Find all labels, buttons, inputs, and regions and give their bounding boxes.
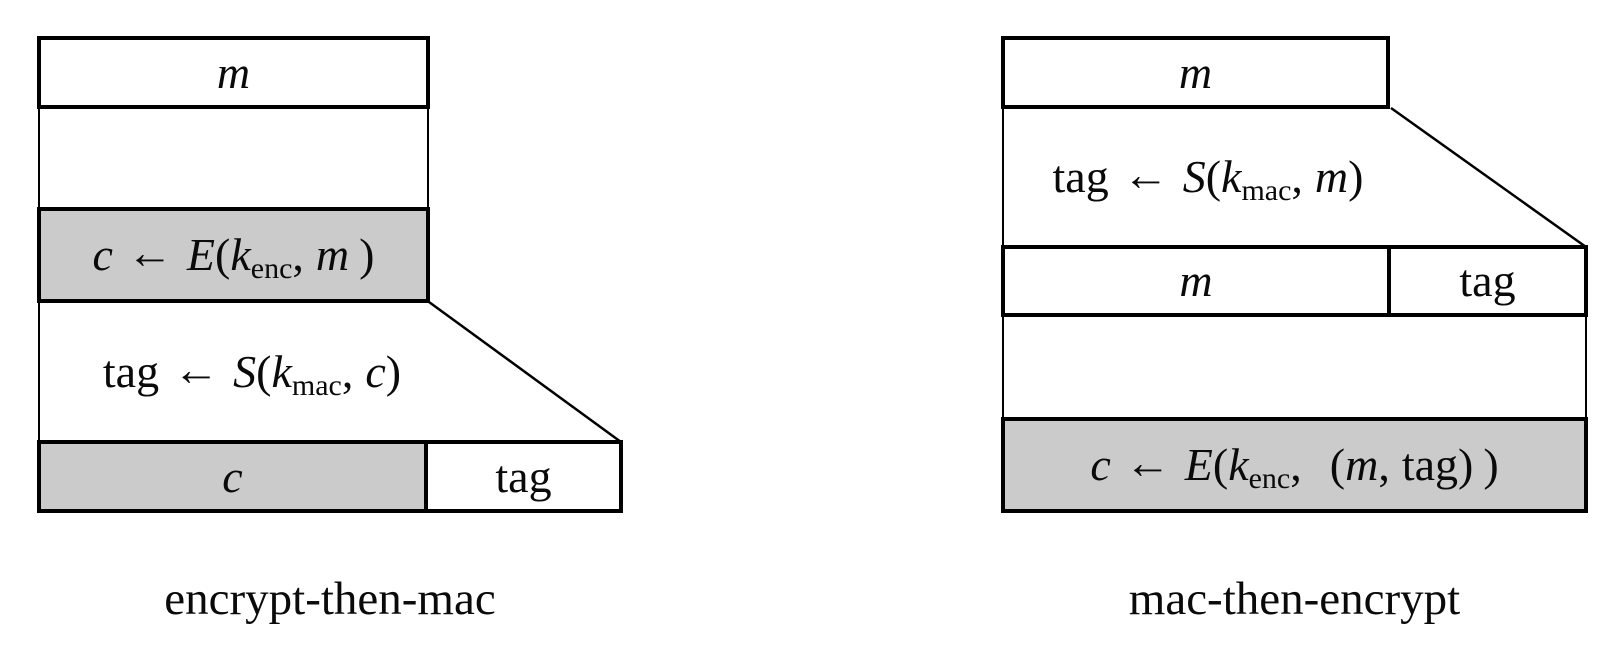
formula-close-paren: ): [385, 345, 402, 397]
formula-key: k: [271, 345, 292, 397]
formula-comma: ,: [341, 345, 354, 397]
formula-comma: ,: [1291, 151, 1303, 202]
formula-comma: ,: [292, 229, 304, 280]
etm-encrypt-box: c ← E ( k enc , m ): [37, 207, 430, 303]
formula-key: k: [230, 229, 251, 280]
formula-pair-comma: ,: [1378, 439, 1390, 490]
formula-arg: m: [315, 229, 350, 280]
formula-key-subscript: mac: [291, 368, 342, 402]
mte-encrypt-box: c ← E ( k enc , ( m , tag ) ): [1001, 417, 1588, 513]
mte-message-label: m: [1178, 46, 1213, 98]
mte-encrypt-formula: c ← E ( k enc , ( m , tag ) ): [1090, 437, 1499, 494]
mte-row-tag-cell: tag: [1391, 245, 1588, 317]
etm-sign-step: tag ← S ( k mac , c ): [37, 303, 467, 440]
mte-sign-formula: tag ← S ( k mac , m ): [1052, 149, 1364, 206]
etm-caption: encrypt-then-mac: [164, 573, 496, 626]
etm-output-tag-cell: tag: [428, 440, 623, 513]
formula-pair-second: tag: [1401, 439, 1459, 490]
mte-row-tag-label: tag: [1459, 255, 1516, 306]
formula-open-paren: (: [1205, 151, 1222, 202]
formula-pair-open-paren: (: [1329, 439, 1346, 490]
etm-output-cipher-label: c: [222, 450, 243, 502]
formula-lhs: tag: [102, 345, 160, 397]
formula-arg: c: [365, 345, 386, 397]
etm-message-label: m: [216, 46, 251, 98]
etm-output-tag-label: tag: [495, 450, 552, 502]
etm-output-cipher-cell: c: [37, 440, 428, 513]
formula-func: E: [1184, 439, 1213, 490]
left-arrow-glyph: ←: [1124, 437, 1171, 488]
formula-pair-close-paren: ): [1458, 439, 1474, 490]
formula-open-paren: (: [256, 345, 272, 397]
formula-arg: m: [1314, 151, 1349, 202]
mte-message-box: m: [1001, 36, 1390, 109]
right-diagonal-line: [1390, 106, 1587, 249]
mte-row-message-label: m: [1179, 255, 1213, 306]
formula-key: k: [1221, 151, 1242, 202]
formula-key: k: [1228, 439, 1249, 490]
formula-key-subscript: enc: [250, 252, 293, 285]
formula-open-paren: (: [215, 229, 231, 280]
formula-func: S: [1182, 151, 1206, 202]
formula-func: S: [233, 345, 257, 397]
formula-lhs: c: [92, 229, 113, 280]
formula-pair-first: m: [1345, 439, 1379, 490]
formula-lhs: tag: [1052, 151, 1109, 202]
left-arrow-glyph: ←: [126, 227, 173, 278]
left-arrow-glyph: ←: [173, 343, 220, 395]
formula-comma: ,: [1290, 439, 1302, 490]
mte-row-message-cell: m: [1001, 245, 1391, 317]
formula-func: E: [186, 229, 216, 280]
formula-open-paren: (: [1212, 439, 1229, 490]
etm-message-box: m: [37, 36, 430, 109]
formula-lhs: c: [1090, 439, 1111, 490]
mte-sign-step: tag ← S ( k mac , m ): [1001, 109, 1415, 245]
formula-close-paren: ): [359, 229, 375, 280]
mte-caption: mac-then-encrypt: [1128, 573, 1461, 626]
etm-encrypt-formula: c ← E ( k enc , m ): [92, 227, 375, 284]
left-arrow-glyph: ←: [1122, 149, 1169, 200]
formula-key-subscript: mac: [1241, 174, 1292, 207]
formula-key-subscript: enc: [1248, 462, 1291, 495]
formula-close-paren: ): [1483, 439, 1499, 490]
etm-sign-formula: tag ← S ( k mac , c ): [102, 343, 402, 400]
formula-close-paren: ): [1348, 151, 1364, 202]
